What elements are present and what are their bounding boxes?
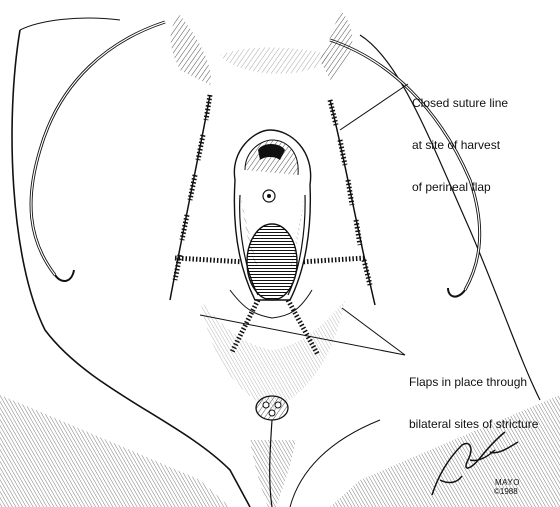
label-closed-suture-line: Closed suture line at site of harvest of… — [412, 68, 508, 208]
label-line: bilateral sites of stricture — [409, 417, 539, 431]
flap-sutures — [229, 289, 321, 357]
right-retractor — [329, 38, 482, 298]
label-flaps-in-place: Flaps in place through bilateral sites o… — [409, 347, 538, 445]
leader-lines — [199, 83, 409, 356]
horizontal-suture-lines — [174, 255, 366, 265]
left-thigh — [0, 17, 251, 507]
label-line: of perineal flap — [412, 180, 491, 194]
credit-year: ©1988 — [494, 487, 518, 496]
introitus — [246, 223, 298, 301]
left-suture-line — [169, 94, 213, 301]
right-suture-line — [327, 99, 376, 306]
label-line: Closed suture line — [412, 96, 509, 110]
label-line: at site of harvest — [412, 138, 501, 152]
artist-signature — [431, 431, 519, 496]
left-retractor — [29, 20, 166, 282]
perineum — [200, 300, 345, 507]
right-thigh — [289, 34, 560, 507]
upper-skin-shading — [170, 10, 353, 85]
credit-org: MAYO — [495, 478, 520, 487]
label-line: Flaps in place through — [409, 375, 528, 389]
